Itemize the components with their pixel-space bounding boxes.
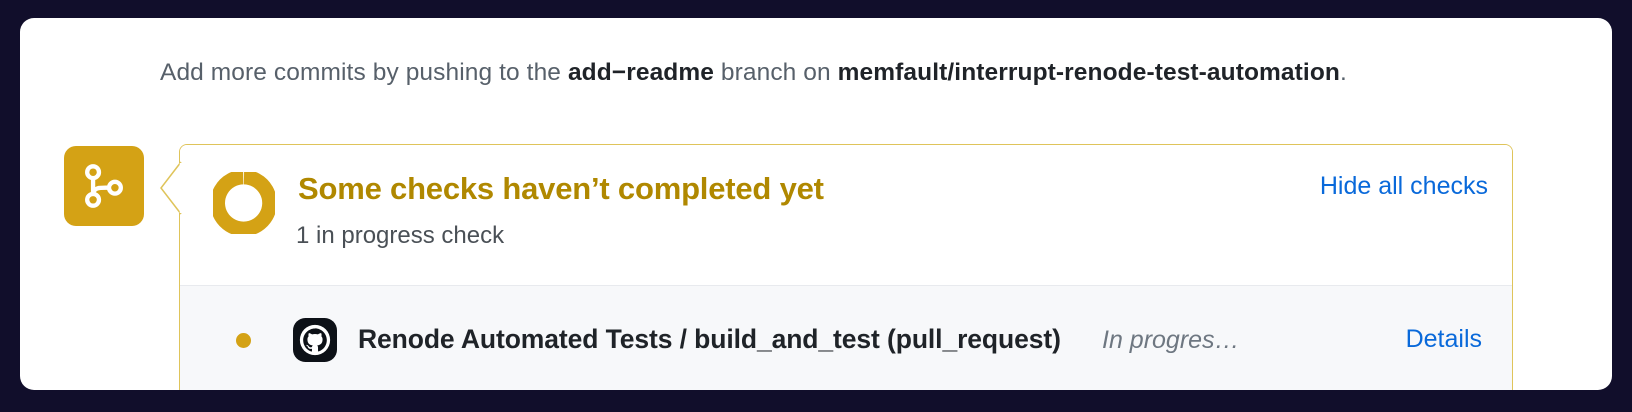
pending-dot-icon: [236, 333, 251, 348]
commit-line-prefix: Add more commits by pushing to the: [160, 59, 568, 86]
git-branch-icon: [81, 163, 127, 209]
checks-header: Some checks haven’t completed yet 1 in p…: [180, 145, 1512, 286]
checks-subtitle: 1 in progress check: [296, 222, 505, 249]
repository-name: memfault/interrupt-renode-test-automatio…: [837, 59, 1340, 86]
github-actions-icon: [293, 318, 337, 362]
in-progress-spinner-icon: [213, 172, 275, 234]
check-status-text: In progres…: [1102, 326, 1240, 354]
callout-caret-icon: [160, 161, 182, 215]
check-details-link[interactable]: Details: [1405, 325, 1482, 353]
hide-all-checks-link[interactable]: Hide all checks: [1319, 172, 1488, 200]
checks-panel: Some checks haven’t completed yet 1 in p…: [179, 144, 1513, 390]
add-more-commits-text: Add more commits by pushing to the add−r…: [160, 56, 1347, 90]
check-row[interactable]: Renode Automated Tests / build_and_test …: [180, 286, 1512, 390]
branch-name: add−readme: [567, 59, 714, 86]
merge-status-badge: [64, 146, 144, 226]
pull-request-merge-card: Add more commits by pushing to the add−r…: [20, 18, 1612, 390]
commit-line-middle: branch on: [713, 59, 838, 86]
commit-line-suffix: .: [1339, 59, 1347, 86]
check-name: Renode Automated Tests / build_and_test …: [358, 324, 1061, 354]
checks-title: Some checks haven’t completed yet: [298, 171, 824, 206]
